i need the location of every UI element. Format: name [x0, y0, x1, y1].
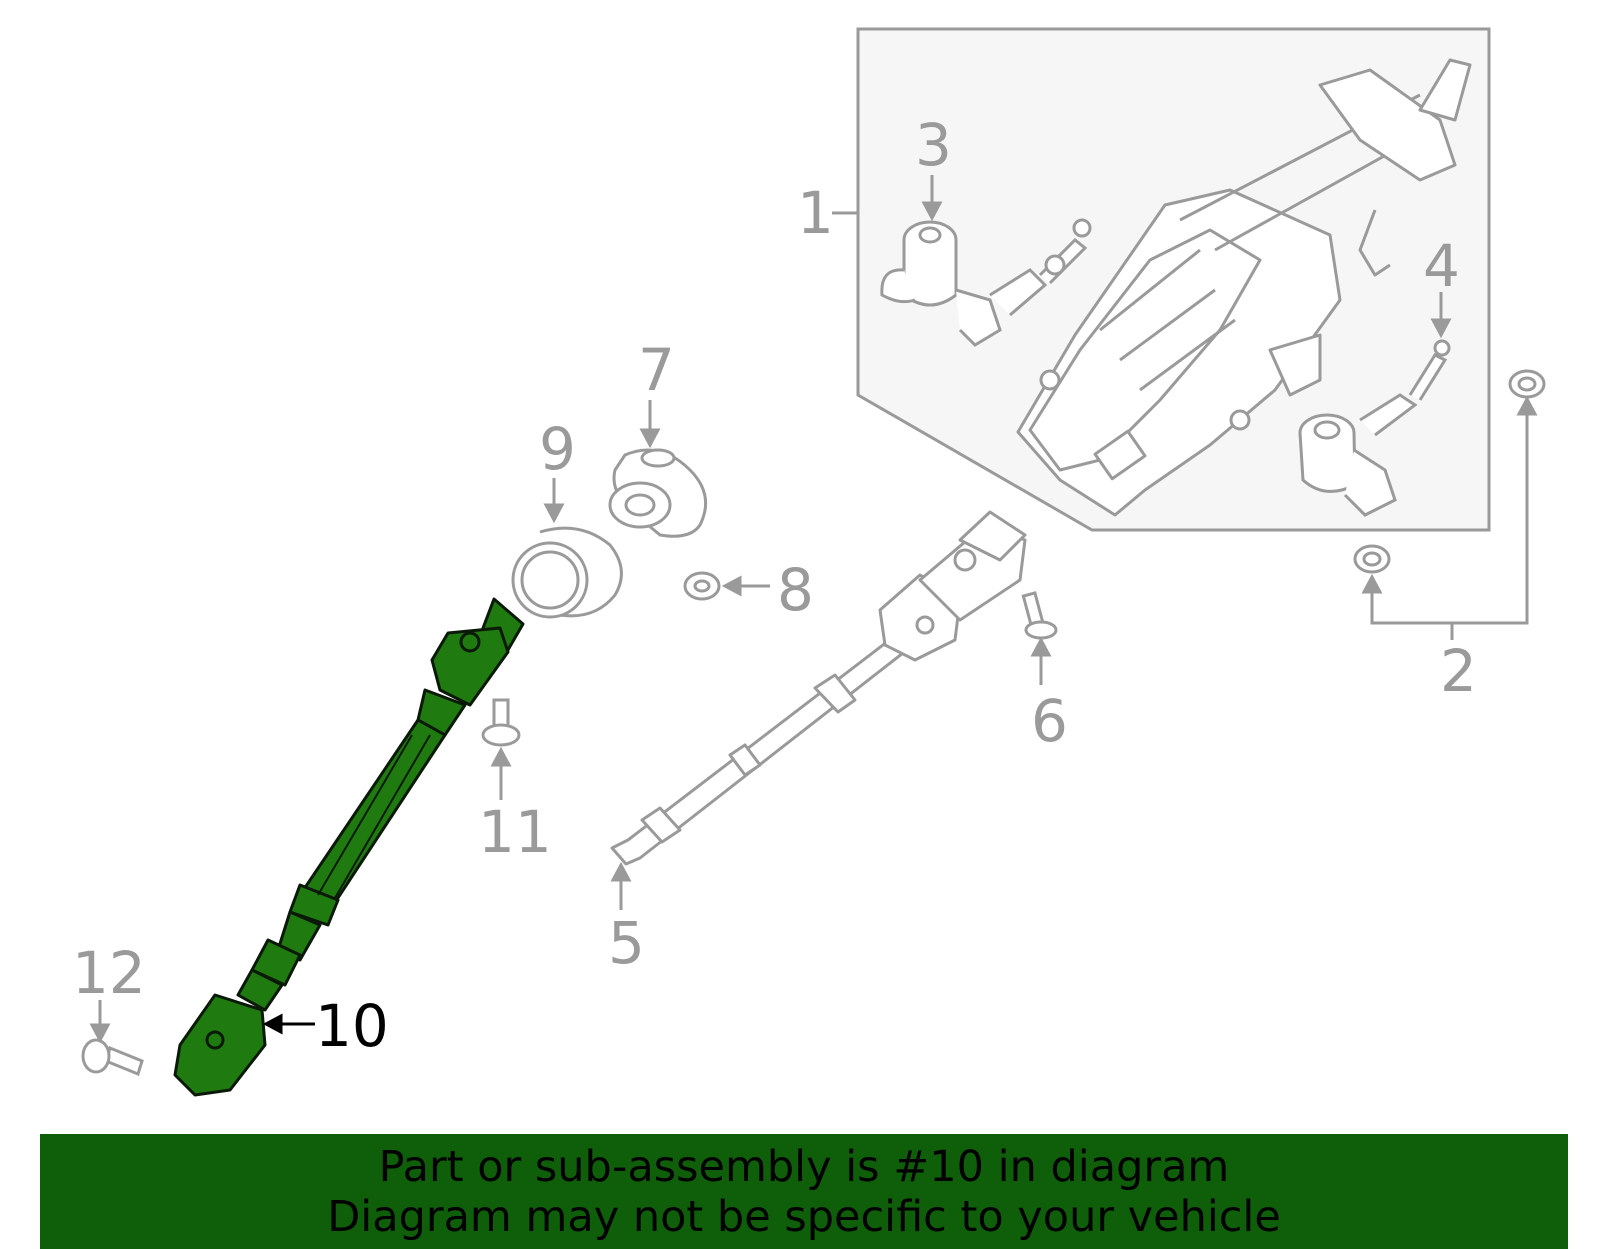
leader-6	[1030, 636, 1052, 685]
part-7-boot	[608, 448, 708, 538]
callout-1: 1	[797, 179, 834, 247]
leader-3	[921, 175, 943, 222]
steering-column-housing	[1016, 58, 1472, 517]
info-banner: Part or sub-assembly is #10 in diagram D…	[40, 1134, 1568, 1249]
part-3-switch	[880, 218, 1092, 347]
part-12-bolt	[81, 1038, 144, 1077]
leader-2	[1361, 395, 1538, 640]
leader-4	[1430, 292, 1452, 339]
leader-5	[610, 861, 632, 910]
callout-9: 9	[539, 415, 576, 483]
part-6-bolt	[1021, 591, 1058, 640]
callout-11: 11	[478, 798, 552, 866]
callout-2: 2	[1440, 637, 1477, 705]
callout-4: 4	[1423, 232, 1460, 300]
callout-12: 12	[72, 939, 146, 1007]
leader-7	[639, 400, 661, 449]
callout-10: 10	[315, 992, 389, 1060]
callout-8: 8	[777, 556, 814, 624]
part-4-switch	[1298, 339, 1451, 517]
part-5-shaft	[610, 510, 1027, 866]
leader-8	[721, 575, 770, 597]
leader-10	[262, 1013, 315, 1035]
callout-5: 5	[608, 909, 645, 977]
callout-7: 7	[638, 336, 675, 404]
leader-12	[89, 1000, 111, 1044]
callout-3: 3	[915, 111, 952, 179]
banner-line-2: Diagram may not be specific to your vehi…	[327, 1191, 1281, 1242]
leader-11	[490, 746, 512, 800]
callout-6: 6	[1031, 687, 1068, 755]
part-11-bolt	[481, 698, 521, 747]
banner-line-1: Part or sub-assembly is #10 in diagram	[378, 1141, 1230, 1192]
part-9-seal	[511, 526, 623, 619]
part-10-highlight	[173, 597, 525, 1097]
part-8-nut	[683, 571, 721, 601]
part-2-nuts	[1353, 369, 1546, 574]
leader-9	[543, 478, 565, 524]
